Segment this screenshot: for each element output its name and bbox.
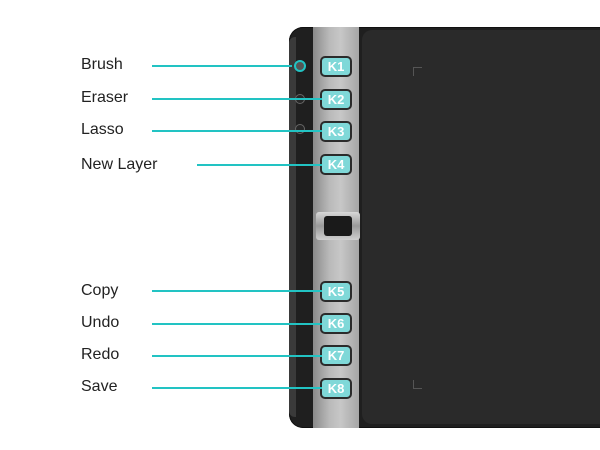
work-area-corner-mark — [413, 67, 422, 76]
leader-line — [152, 290, 322, 292]
leader-line — [152, 130, 322, 132]
key-label-eraser: Eraser — [81, 89, 129, 106]
express-key-k2[interactable]: K2 — [320, 89, 352, 110]
tablet-side-edge — [289, 37, 296, 417]
leader-line — [152, 98, 322, 100]
key-label-lasso: Lasso — [81, 121, 124, 138]
work-area-corner-mark — [413, 380, 422, 389]
express-key-k3[interactable]: K3 — [320, 121, 352, 142]
express-key-k4[interactable]: K4 — [320, 154, 352, 175]
express-key-k6[interactable]: K6 — [320, 313, 352, 334]
key-label-undo: Undo — [81, 314, 120, 331]
leader-line — [152, 65, 292, 67]
key-label-save: Save — [81, 378, 118, 395]
leader-line — [197, 164, 322, 166]
express-key-k1[interactable]: K1 — [320, 56, 352, 77]
tablet-work-area — [362, 30, 600, 424]
express-key-k8[interactable]: K8 — [320, 378, 352, 399]
key-label-redo: Redo — [81, 346, 120, 363]
express-key-k7[interactable]: K7 — [320, 345, 352, 366]
leader-line — [152, 355, 322, 357]
key-label-copy: Copy — [81, 282, 119, 299]
indicator-light-icon — [294, 60, 306, 72]
dial-wheel-center[interactable] — [324, 216, 352, 236]
side-button-icon — [295, 124, 305, 134]
leader-line — [152, 387, 322, 389]
express-key-k5[interactable]: K5 — [320, 281, 352, 302]
key-label-brush: Brush — [81, 56, 123, 73]
key-label-new-layer: New Layer — [81, 156, 158, 173]
leader-line — [152, 323, 322, 325]
